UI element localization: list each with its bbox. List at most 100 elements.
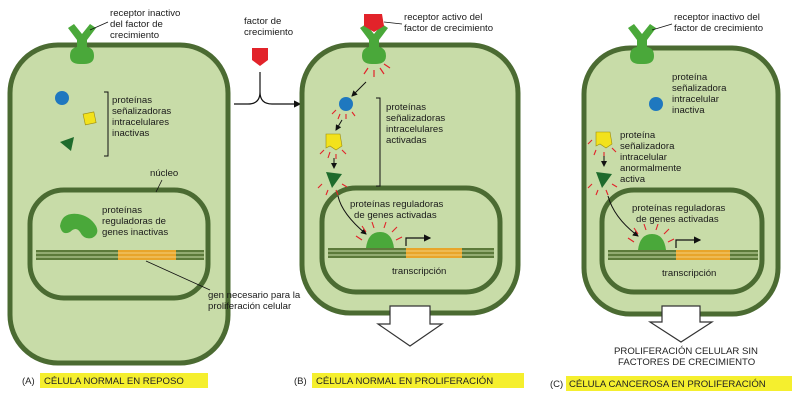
gene-label-a-0: gen necesario para la [208, 290, 301, 301]
caption-highlight-a [40, 373, 208, 388]
arrow-to-nucleus-b [337, 195, 367, 235]
protein-inactive-label-c-1: señalizadora [672, 83, 727, 94]
transcription-arrow-icon [405, 234, 432, 246]
regulatory-label-b-1: de genes activadas [354, 210, 437, 221]
caption-c: CÉLULA CANCEROSA EN PROLIFERACIÓN [569, 379, 766, 390]
receptor-label-a-1: del factor de [110, 19, 163, 30]
regulatory-label-a-1: reguladoras de [102, 216, 166, 227]
regulatory-protein-icon [60, 213, 98, 239]
bracket-b [376, 97, 381, 187]
rays-triangle-b [317, 183, 348, 196]
proteins-label-a-2: intracelulares [112, 117, 169, 128]
leader-receptor-a [89, 21, 109, 31]
growth-factor-icon [364, 14, 384, 32]
factor-label-0: factor de [244, 16, 281, 27]
proteins-label-b-0: proteínas [386, 102, 426, 113]
signal-protein-circle-icon [649, 97, 663, 111]
protein-active-label-c-4: activa [620, 174, 646, 185]
regulatory-protein-icon [366, 232, 394, 248]
leader-gene-a [145, 260, 211, 291]
proteins-label-b-3: activadas [386, 135, 427, 146]
regulatory-protein-icon [638, 234, 666, 250]
arrow-to-nucleus-c [607, 195, 639, 237]
transcription-label-b: transcripción [392, 266, 446, 277]
cascade-arrow-1 [351, 81, 367, 97]
protein-inactive-label-c-3: inactiva [672, 105, 705, 116]
gene-icon [608, 250, 758, 260]
caption-letter-a: (A) [22, 376, 35, 387]
rays-square-b [319, 149, 347, 159]
regulatory-label-a-2: genes inactivas [102, 227, 168, 238]
panel-b: receptor activo del factor de crecimient… [294, 12, 524, 388]
receptor-label-c-0: receptor inactivo del [674, 12, 760, 23]
protein-inactive-label-c-2: intracelular [672, 94, 720, 105]
leader-receptor-c [651, 23, 673, 31]
panel-a: proteínas señalizadoras intracelulares i… [7, 8, 301, 388]
receptor-label-b-1: factor de crecimiento [404, 23, 493, 34]
caption-letter-c: (C) [550, 379, 563, 390]
growth-factor-group: factor de crecimiento [234, 16, 300, 104]
receptor-icon [68, 24, 96, 64]
proteins-label-a-1: señalizadoras [112, 106, 171, 117]
proteins-label-b-2: intracelulares [386, 124, 443, 135]
signal-protein-square-icon [82, 111, 97, 126]
protein-active-label-c-3: anormalmente [620, 163, 681, 174]
caption-letter-b: (B) [294, 376, 307, 387]
panel-c: receptor inactivo del factor de crecimie… [550, 12, 792, 391]
factor-label-1: crecimiento [244, 27, 293, 38]
receptor-icon [628, 24, 656, 64]
cascade-arrow-2 [335, 119, 343, 131]
regulatory-label-a-0: proteínas [102, 205, 142, 216]
receptor-label-b-0: receptor activo del [404, 12, 482, 23]
protein-active-label-c-0: proteína [620, 130, 656, 141]
signal-protein-square-icon [325, 133, 343, 151]
signal-protein-triangle-icon [60, 137, 74, 151]
caption-b: CÉLULA NORMAL EN PROLIFERACIÓN [316, 376, 493, 387]
rays-square-c [587, 139, 617, 157]
receptor-label-c-1: factor de crecimiento [674, 23, 763, 34]
protein-active-label-c-1: señalizadora [620, 141, 675, 152]
protein-active-label-c-2: intracelular [620, 152, 668, 163]
receptor-label-a-0: receptor inactivo [110, 8, 180, 19]
signal-protein-triangle-icon [326, 172, 342, 188]
rays-circle-b [331, 109, 356, 120]
transcription-arrow-icon [675, 236, 702, 248]
proteins-label-a-0: proteínas [112, 95, 152, 106]
proteins-label-a-3: inactivas [112, 128, 150, 139]
rays-regulatory-c [627, 223, 675, 243]
regulatory-label-b-0: proteínas reguladoras [350, 199, 444, 210]
nucleus-c [599, 187, 765, 295]
nucleus-label-a: núcleo [150, 168, 178, 179]
receptor-icon [360, 14, 391, 77]
signal-protein-circle-icon [339, 97, 353, 111]
receptor-label-a-2: crecimiento [110, 30, 159, 41]
nucleus-b [319, 185, 503, 295]
result-label-c-1: FACTORES DE CRECIMIENTO [618, 357, 755, 368]
down-arrow-icon [647, 305, 715, 343]
signal-protein-circle-icon [55, 91, 69, 105]
leader-receptor-b [383, 21, 403, 25]
rays-triangle-c [587, 183, 618, 196]
proteins-label-b-1: señalizadoras [386, 113, 445, 124]
regulatory-label-c-1: de genes activadas [636, 214, 719, 225]
gene-icon [36, 250, 204, 260]
caption-highlight-c [566, 376, 792, 391]
caption-highlight-b [312, 373, 524, 388]
gene-icon [328, 248, 494, 258]
signal-protein-square-icon [595, 131, 613, 149]
transcription-label-c: transcripción [662, 268, 716, 279]
protein-inactive-label-c-0: proteína [672, 72, 708, 83]
result-label-c-0: PROLIFERACIÓN CELULAR SIN [614, 346, 758, 357]
right-arrow-icon [234, 72, 300, 104]
gene-label-a-1: proliferación celular [208, 301, 292, 312]
regulatory-label-c-0: proteínas reguladoras [632, 203, 726, 214]
leader-nucleus-a [155, 179, 163, 193]
growth-factor-icon [252, 48, 268, 66]
down-arrow-icon [376, 305, 444, 347]
signal-protein-triangle-icon [596, 172, 612, 188]
caption-a: CÉLULA NORMAL EN REPOSO [44, 376, 184, 387]
bracket-a [104, 91, 109, 157]
rays-regulatory-b [355, 221, 403, 241]
